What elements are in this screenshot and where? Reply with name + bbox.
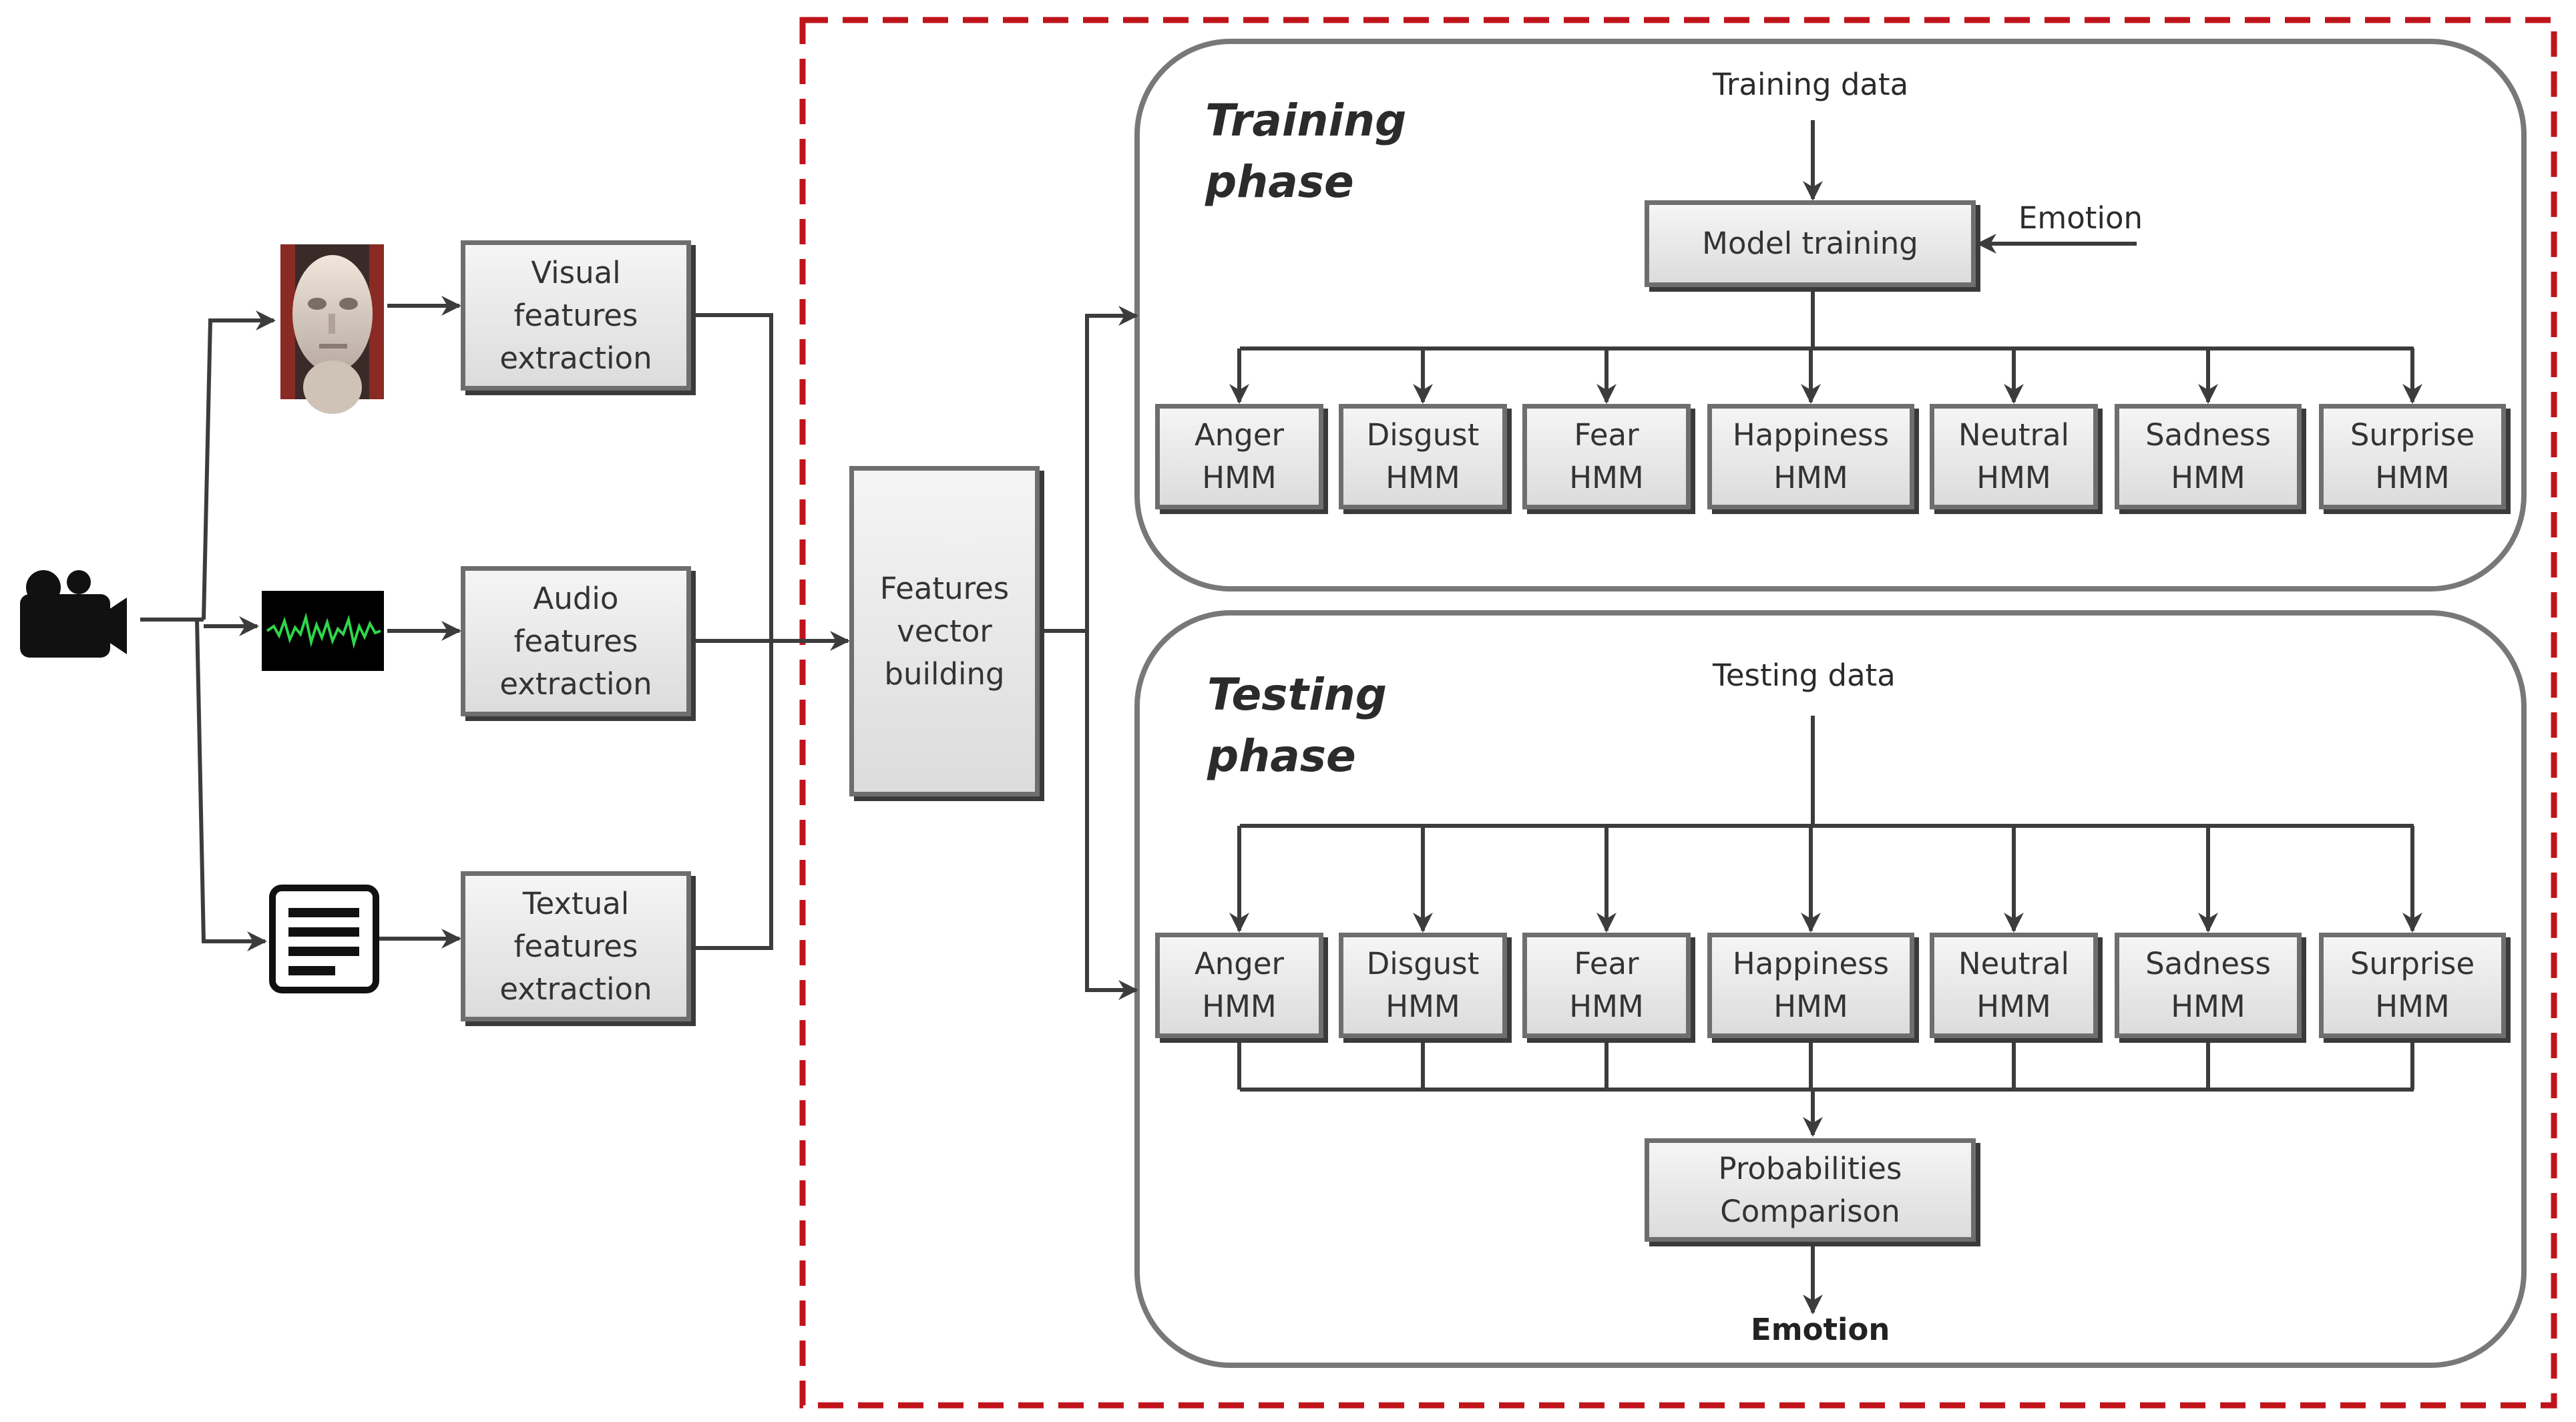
emotion-output-label: Emotion — [1751, 1312, 1890, 1347]
features-to-training-arrow — [1085, 306, 1138, 631]
testing-phase-title: Testing phase — [1207, 669, 1387, 782]
emotion-input-label: Emotion — [2018, 200, 2143, 236]
text-document-icon — [269, 885, 379, 993]
textual-features-box: Textual features extraction — [461, 871, 691, 1021]
features-vector-box: Features vector building — [849, 466, 1040, 796]
face-image-icon — [280, 244, 384, 414]
textual-to-features-line — [694, 641, 773, 950]
features-to-testing-arrow — [1085, 631, 1138, 1000]
processing-region-border — [799, 17, 2557, 1409]
camera-to-text-arrow — [195, 619, 267, 951]
training-phase-title: Training phase — [1205, 95, 1407, 208]
visual-features-box: Visual features extraction — [461, 240, 691, 391]
camera-to-face-arrow — [202, 310, 276, 620]
probabilities-comparison-box: Probabilities Comparison — [1645, 1138, 1976, 1242]
model-training-box: Model training — [1645, 200, 1976, 287]
testing-data-label: Testing data — [1713, 658, 1896, 693]
visual-to-features-line — [694, 313, 773, 641]
video-camera-icon — [20, 570, 127, 658]
audio-features-box: Audio features extraction — [461, 566, 691, 716]
training-data-label: Training data — [1713, 67, 1909, 102]
audio-waveform-icon — [262, 591, 384, 671]
